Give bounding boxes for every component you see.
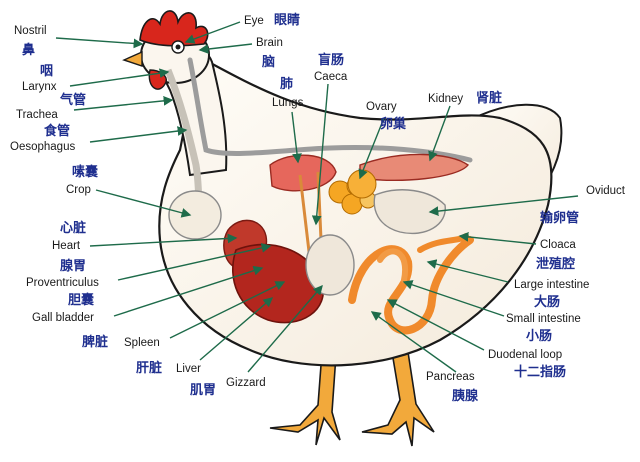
label-brain-en: Brain	[256, 37, 283, 49]
label-caeca-zh: 盲肠	[318, 52, 344, 68]
leader-lines	[55, 21, 579, 373]
label-pancreas-en: Pancreas	[426, 371, 475, 383]
label-crop-en: Crop	[66, 184, 91, 196]
chicken-illustration	[122, 10, 563, 447]
label-trachea-zh: 气管	[60, 92, 86, 108]
label-crop-zh: 嗉囊	[72, 164, 99, 180]
gizzard-shape	[305, 234, 355, 296]
beak	[122, 50, 143, 67]
label-oviduct-zh: 输卵管	[540, 210, 579, 226]
label-eye-zh: 眼睛	[274, 12, 300, 28]
label-lungs-en: Lungs	[272, 97, 304, 109]
legs	[269, 351, 435, 447]
label-larynx-zh: 咽	[40, 64, 53, 79]
labels-right: Eye 眼睛 Brain 脑 肺 Lungs 盲肠 Caeca Ovary 卵巢…	[244, 12, 626, 404]
label-spleen-zh: 脾脏	[82, 334, 108, 350]
label-brain-zh: 脑	[262, 54, 275, 70]
crop-shape	[168, 190, 222, 240]
label-larynx-en: Larynx	[22, 81, 57, 93]
label-oesophagus-zh: 食管	[44, 123, 70, 139]
label-gall-bladder-zh: 胆囊	[68, 292, 95, 308]
label-small-intestine-zh: 小肠	[526, 329, 552, 344]
label-ovary-en: Ovary	[366, 101, 397, 113]
label-small-intestine-en: Small intestine	[506, 313, 581, 325]
label-large-intestine-en: Large intestine	[514, 279, 589, 291]
label-ovary-zh: 卵巢	[380, 116, 407, 132]
label-liver-zh: 肝脏	[136, 360, 162, 376]
label-gizzard-zh: 肌胃	[190, 383, 216, 398]
label-pancreas-zh: 胰腺	[452, 388, 479, 404]
label-heart-en: Heart	[52, 240, 81, 252]
label-eye-en: Eye	[244, 15, 264, 27]
label-heart-zh: 心脏	[60, 220, 86, 236]
labels-left: Nostril 鼻 咽 Larynx 气管 Trachea 食管 Oesopha…	[10, 25, 266, 398]
label-lungs-zh: 肺	[280, 76, 293, 92]
label-liver-en: Liver	[176, 363, 201, 375]
label-kidney-zh: 肾脏	[476, 90, 502, 106]
label-spleen-en: Spleen	[124, 337, 160, 349]
label-cloaca-zh: 泄殖腔	[536, 256, 575, 272]
label-trachea-en: Trachea	[16, 109, 58, 121]
label-proventriculus-zh: 腺胃	[60, 258, 86, 274]
label-kidney-en: Kidney	[428, 93, 463, 105]
label-proventriculus-en: Proventriculus	[26, 277, 99, 289]
label-cloaca-en: Cloaca	[540, 239, 576, 251]
label-gizzard-en: Gizzard	[226, 377, 266, 389]
label-caeca-en: Caeca	[314, 71, 348, 83]
label-duodenal-loop-zh: 十二指肠	[514, 364, 566, 380]
comb	[139, 10, 209, 47]
kidney-shape	[359, 153, 469, 182]
label-nostril-zh: 鼻	[22, 42, 35, 58]
label-large-intestine-zh: 大肠	[534, 294, 560, 310]
oviduct-shape	[373, 189, 446, 235]
label-oesophagus-en: Oesophagus	[10, 141, 75, 153]
spine	[187, 57, 473, 163]
label-nostril-en: Nostril	[14, 25, 47, 37]
label-oviduct-en: Oviduct	[586, 185, 626, 197]
label-duodenal-loop-en: Duodenal loop	[488, 349, 562, 361]
label-gall-bladder-en: Gall bladder	[32, 312, 94, 324]
